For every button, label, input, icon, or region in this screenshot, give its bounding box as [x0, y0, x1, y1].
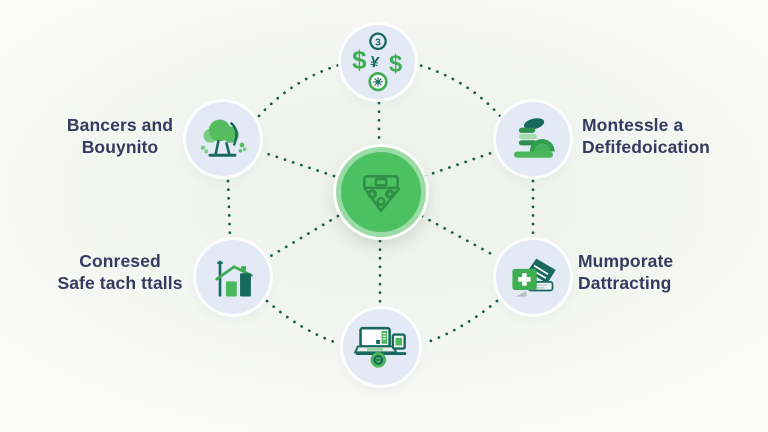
- label-bottom-right-line1: Mumporate: [578, 251, 674, 271]
- currency-exchange-icon: 3 $ ¥ $ ✳: [352, 32, 402, 92]
- connector-arc-bottom-left: [265, 299, 339, 345]
- node-currency-exchange: 3 $ ¥ $ ✳: [341, 25, 415, 99]
- label-bottom-right: Mumporate Dattracting: [578, 250, 743, 294]
- dollar-left-glyph: $: [352, 47, 367, 75]
- label-bottom-left: Conresed Safe tach ttalls: [45, 250, 195, 294]
- label-top-right: Montessle a Defifedoication: [582, 114, 757, 158]
- label-top-left-line2: Bouynito: [81, 137, 159, 157]
- connector-hub-bottomleft: [267, 214, 340, 259]
- node-laptop: [343, 309, 419, 385]
- label-bottom-right-line2: Dattracting: [578, 273, 672, 293]
- node-medical-card: [496, 240, 570, 314]
- stacked-dish-icon: [514, 118, 555, 158]
- label-top-left: Bancers and Bouynito: [45, 114, 195, 158]
- connector-hub-topright: [423, 150, 496, 178]
- tree-icon: [200, 119, 247, 157]
- node-tree: [186, 102, 260, 176]
- yen-center-glyph: ¥: [369, 54, 381, 72]
- label-top-right-line2: Defifedoication: [582, 137, 710, 157]
- laptop-icon: [353, 326, 407, 368]
- connector-hub-topleft: [260, 150, 336, 178]
- connector-arc-top-left: [257, 63, 341, 118]
- label-top-right-line1: Montessle a: [582, 115, 684, 135]
- dollar-right-glyph: $: [389, 50, 402, 77]
- node-stacked-dish: [496, 102, 570, 176]
- connector-arc-top-right: [417, 63, 502, 118]
- connector-left-vertical: [226, 179, 232, 238]
- medical-card-icon: [512, 258, 556, 297]
- label-bottom-left-line1: Conresed: [79, 251, 161, 271]
- node-house-bar-chart: [196, 240, 270, 314]
- label-top-left-line1: Bancers and: [66, 115, 174, 135]
- hub-node: [336, 147, 426, 237]
- house-bar-chart-icon: [215, 260, 253, 297]
- coin-top-glyph: 3: [375, 37, 381, 48]
- connector-hub-bottomright: [420, 214, 499, 259]
- connector-arc-bottom-right: [423, 299, 499, 345]
- coin-bottom-glyph: ✳: [373, 75, 383, 89]
- money-bill-icon: [363, 175, 401, 213]
- label-bottom-left-line2: Safe tach ttalls: [57, 273, 183, 293]
